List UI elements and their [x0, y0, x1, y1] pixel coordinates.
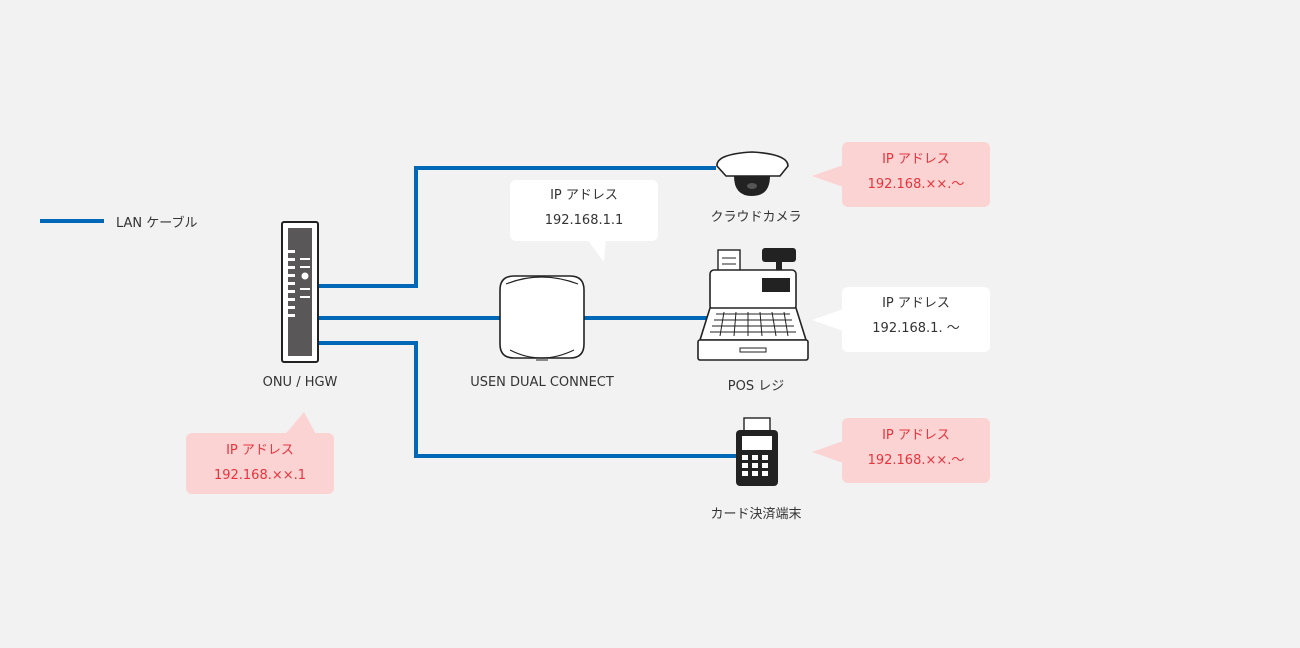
onu-label: ONU / HGW — [262, 375, 338, 390]
router-ip-callout: IP アドレス 192.168.1.1 — [510, 183, 658, 233]
legend-line-swatch — [40, 219, 104, 223]
onu-ip-value: 192.168.××.1 — [213, 468, 307, 483]
card-terminal-label: カード決済端末 — [710, 507, 802, 522]
dual-connect-router-icon — [499, 275, 585, 361]
onu-ip-callout: IP アドレス 192.168.××.1 — [186, 438, 334, 488]
legend: LAN ケーブル — [40, 212, 240, 232]
pos-ip-title: IP アドレス — [882, 296, 950, 311]
lan-cables — [318, 166, 736, 458]
legend-label: LAN ケーブル — [116, 216, 198, 231]
card-ip-title: IP アドレス — [882, 428, 950, 443]
pos-register-icon — [697, 248, 809, 361]
bubble-camera — [812, 142, 990, 207]
card-ip-callout: IP アドレス 192.168.××.～ — [842, 423, 990, 473]
card-ip-value: 192.168.××.～ — [867, 453, 965, 468]
card-terminal-icon — [736, 417, 778, 486]
router-ip-title: IP アドレス — [550, 188, 618, 203]
cable-onu-card — [318, 341, 736, 458]
pos-label: POS レジ — [727, 379, 785, 394]
bubble-router — [510, 180, 658, 262]
pos-ip-callout: IP アドレス 192.168.1. ～ — [842, 291, 990, 341]
camera-ip-callout: IP アドレス 192.168.××.～ — [842, 147, 990, 197]
router-ip-value: 192.168.1.1 — [544, 213, 624, 228]
camera-label: クラウドカメラ — [710, 210, 802, 225]
cable-onu-camera — [318, 166, 716, 288]
router-label: USEN DUAL CONNECT — [470, 375, 614, 390]
bubble-onu — [186, 412, 334, 494]
onu-hgw-icon — [281, 221, 319, 363]
camera-ip-title: IP アドレス — [882, 152, 950, 167]
bubble-card — [812, 418, 990, 483]
onu-ip-title: IP アドレス — [226, 443, 294, 458]
camera-ip-value: 192.168.××.～ — [867, 177, 965, 192]
pos-ip-value: 192.168.1. ～ — [872, 321, 960, 336]
bubble-pos — [812, 287, 990, 352]
cloud-camera-icon — [716, 151, 789, 196]
